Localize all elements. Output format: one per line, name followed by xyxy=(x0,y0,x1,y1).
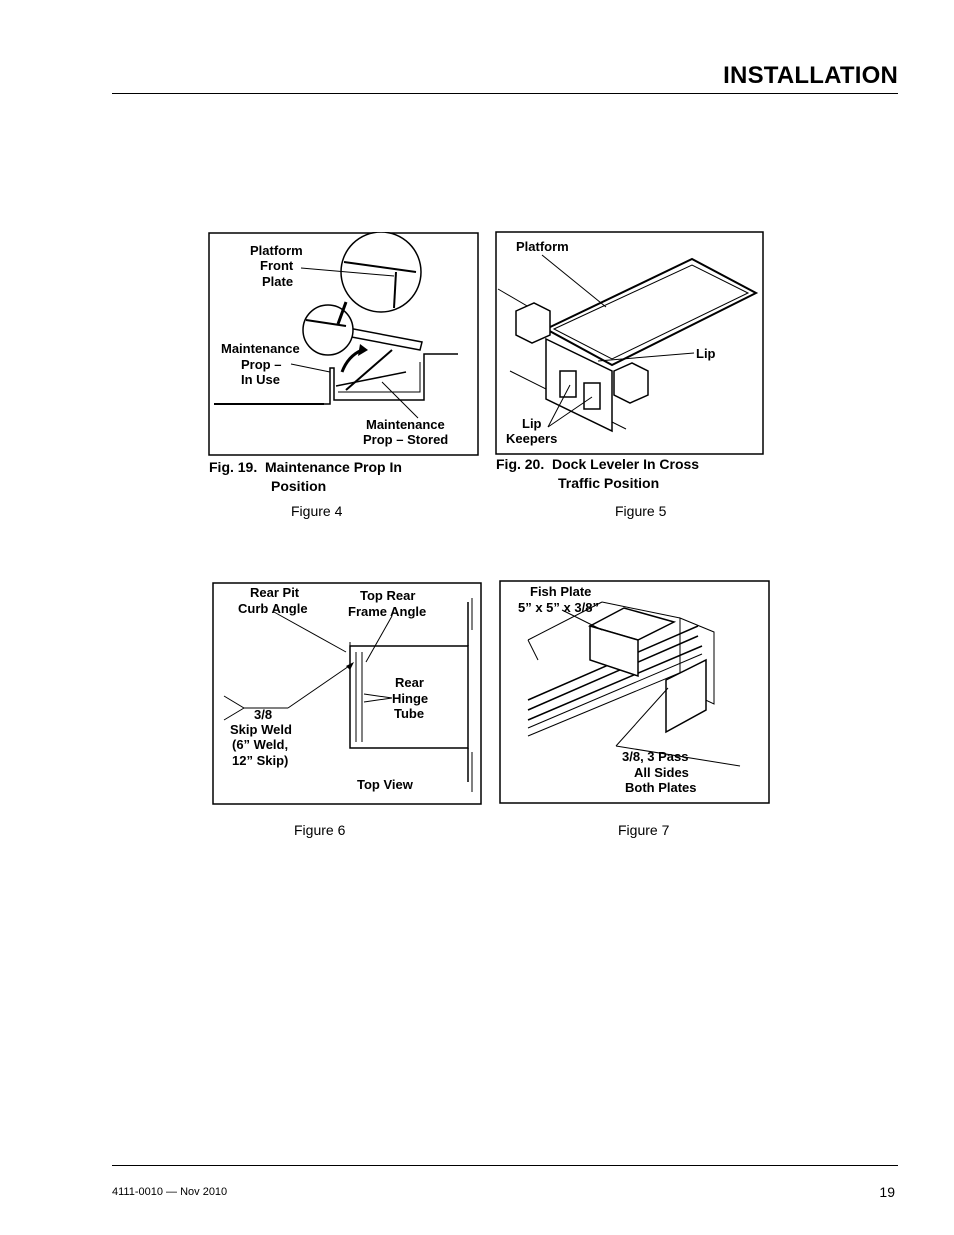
callout-rear-pit-2: Curb Angle xyxy=(238,601,308,616)
callout-prop-in-use-3: In Use xyxy=(241,372,280,387)
callout-fish-plate-1: Fish Plate xyxy=(530,584,591,599)
page-title: INSTALLATION xyxy=(723,62,898,89)
figure-4-caption: Fig. 19. Maintenance Prop In xyxy=(209,458,402,477)
callout-weld-3: (6” Weld, xyxy=(232,737,288,752)
figure-5-caption: Fig. 20. Dock Leveler In Cross xyxy=(496,455,699,474)
callout-prop-stored-2: Prop – Stored xyxy=(363,432,448,447)
caption-line-1: Maintenance Prop In xyxy=(265,459,402,475)
callout-top-rear-2: Frame Angle xyxy=(348,604,426,619)
figure-5: Platform Lip Lip Keepers Fig. 20. Dock L… xyxy=(494,231,766,495)
caption-line-2: Position xyxy=(271,478,327,494)
footer-rule xyxy=(112,1165,898,1166)
callout-weld-1: 3/8 xyxy=(254,707,272,722)
figure-6: Rear Pit Curb Angle Top Rear Frame Angle… xyxy=(212,582,484,807)
callout-prop-in-use-2: Prop – xyxy=(241,357,281,372)
callout-platform-1: Platform xyxy=(250,243,303,258)
figure-5-drawing: Platform Lip Lip Keepers xyxy=(495,231,764,455)
callout-weld-4: 12” Skip) xyxy=(232,753,288,768)
callout-weld-2: Skip Weld xyxy=(230,722,292,737)
caption-number: Fig. 19. xyxy=(209,459,258,475)
figure-7-label: Figure 7 xyxy=(618,822,670,838)
figure-5-label: Figure 5 xyxy=(615,503,667,519)
figure-6-drawing: Rear Pit Curb Angle Top Rear Frame Angle… xyxy=(212,582,482,805)
callout-platform-3: Plate xyxy=(262,274,293,289)
callout-rear-pit-1: Rear Pit xyxy=(250,585,300,600)
caption-line-2: Traffic Position xyxy=(558,475,660,491)
callout-prop-stored-1: Maintenance xyxy=(366,417,445,432)
figure-7-drawing: Fish Plate 5” x 5” x 3/8” 3/8, 3 Pass Al… xyxy=(499,580,770,804)
callout-hinge-2: Hinge xyxy=(392,691,428,706)
callout-weld-1: 3/8, 3 Pass xyxy=(622,749,689,764)
callout-weld-3: Both Plates xyxy=(625,780,697,795)
figure-7: Fish Plate 5” x 5” x 3/8” 3/8, 3 Pass Al… xyxy=(498,580,772,806)
figure-4-label: Figure 4 xyxy=(291,503,343,519)
caption-line-1: Dock Leveler In Cross xyxy=(552,456,700,472)
callout-lip: Lip xyxy=(696,346,716,361)
header-rule xyxy=(112,93,898,94)
callout-prop-in-use-1: Maintenance xyxy=(221,341,300,356)
callout-hinge-3: Tube xyxy=(394,706,424,721)
figure-4-drawing: Platform Front Plate Maintenance Prop – … xyxy=(208,231,479,456)
footer-document-id: 4111-0010 — Nov 2010 xyxy=(112,1186,228,1198)
figure-4: Platform Front Plate Maintenance Prop – … xyxy=(206,231,481,497)
callout-hinge-1: Rear xyxy=(395,675,424,690)
page-number: 19 xyxy=(879,1184,895,1200)
callout-top-view: Top View xyxy=(357,777,414,792)
callout-lip-keepers-1: Lip xyxy=(522,416,542,431)
callout-top-rear-1: Top Rear xyxy=(360,588,415,603)
callout-lip-keepers-2: Keepers xyxy=(506,431,557,446)
callout-weld-2: All Sides xyxy=(634,765,689,780)
figure-6-label: Figure 6 xyxy=(294,822,346,838)
caption-number: Fig. 20. xyxy=(496,456,545,472)
callout-platform: Platform xyxy=(516,239,569,254)
callout-fish-plate-2: 5” x 5” x 3/8” xyxy=(518,600,599,615)
callout-platform-2: Front xyxy=(260,258,294,273)
